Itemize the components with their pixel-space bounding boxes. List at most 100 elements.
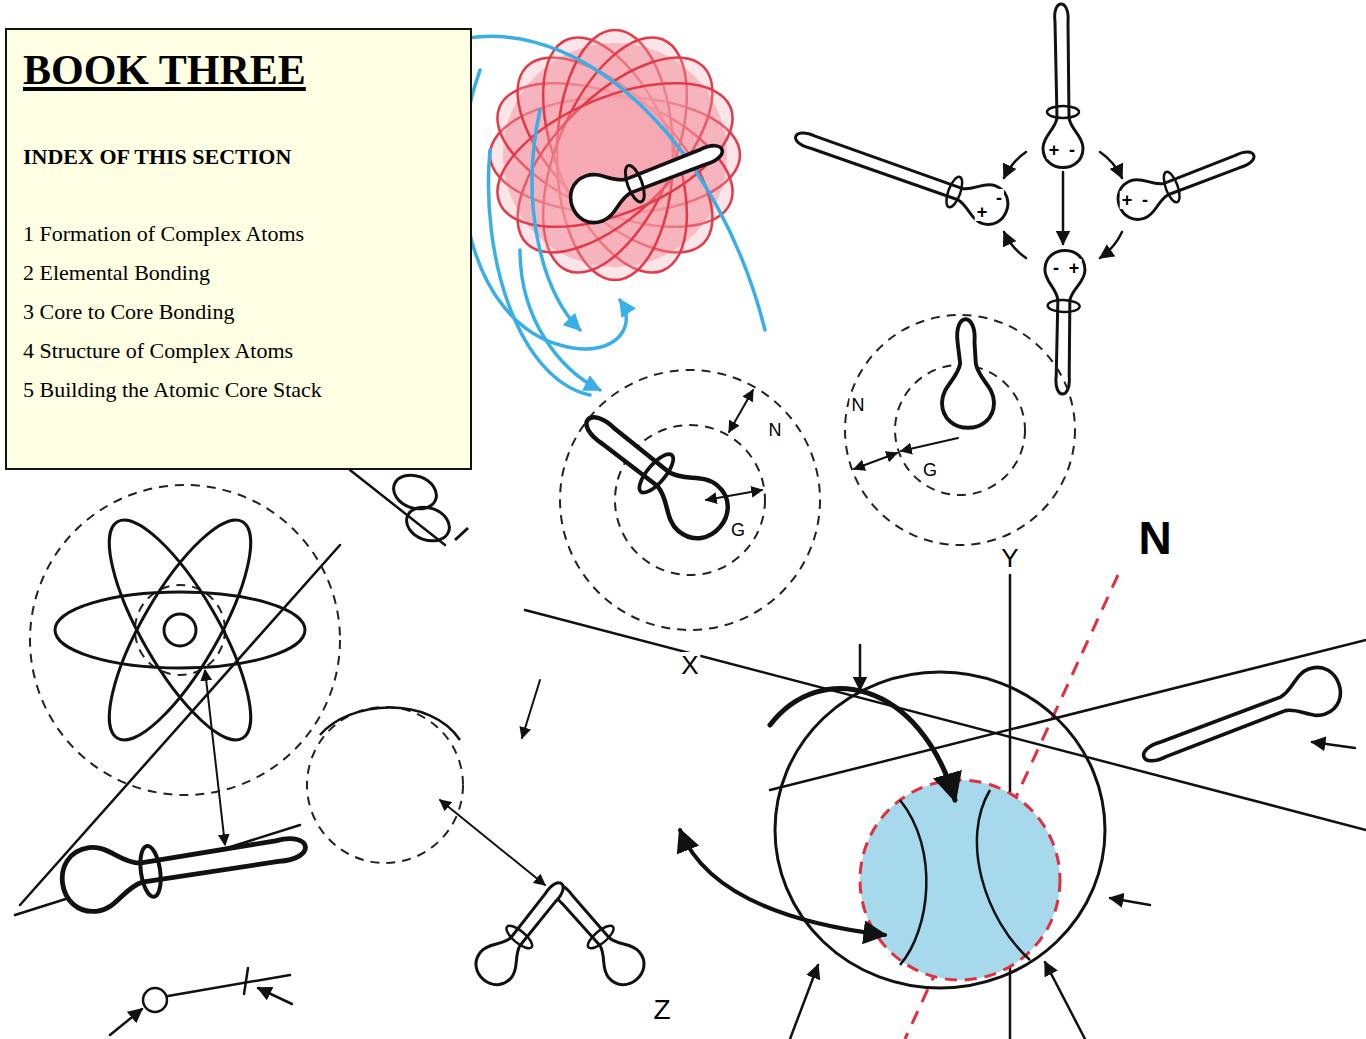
particle-cross <box>790 116 1014 230</box>
atom-figure <box>135 585 225 675</box>
particle-cross <box>1047 299 1079 312</box>
book-title: BOOK THREE <box>23 45 306 95</box>
particle-cross <box>790 116 1014 230</box>
atom-figure <box>30 485 340 845</box>
bonding-figure <box>307 680 652 992</box>
small-particle <box>244 968 248 994</box>
figure-eight <box>402 501 454 546</box>
axis-letter: N <box>1136 515 1173 561</box>
field-letter: N <box>850 396 867 414</box>
figure-letter: Z <box>651 996 672 1024</box>
core-figure <box>680 640 1366 1039</box>
bonding-figure <box>320 708 460 741</box>
bonding-figure <box>440 800 545 885</box>
index-item: 4 Structure of Complex Atoms <box>23 337 293 365</box>
small-particle <box>258 988 292 1004</box>
bonding-figure <box>522 680 540 738</box>
particle-cross <box>943 175 965 209</box>
core-particle <box>137 845 163 898</box>
field-circle-y <box>845 315 1075 545</box>
figure-letter: Y <box>999 545 1020 571</box>
field-circle-y <box>942 319 994 428</box>
atom-figure <box>55 592 305 668</box>
core-figure <box>790 965 818 1039</box>
particle-cross <box>1041 250 1086 395</box>
core-figure <box>900 800 926 965</box>
core-particle <box>58 818 310 916</box>
bonding-figure <box>307 707 463 863</box>
figure-letter: X <box>679 652 700 678</box>
core-figure <box>860 780 1060 980</box>
atom-figure <box>85 503 276 758</box>
field-circle-y <box>942 319 994 428</box>
core-figure <box>680 640 1366 1039</box>
field-loops <box>520 250 600 390</box>
core-figure <box>680 830 885 935</box>
figure-eight <box>455 528 468 540</box>
field-circle-x <box>570 394 739 549</box>
small-particle <box>168 975 290 996</box>
core-particle <box>564 129 731 229</box>
polarity-sign: - <box>994 189 1004 207</box>
bonding-figure <box>440 680 545 885</box>
index-item: 3 Core to Core Bonding <box>23 298 234 326</box>
polarity-sign: - <box>1051 259 1061 277</box>
small-particle <box>143 988 167 1012</box>
core-figure <box>1312 742 1355 748</box>
field-circle-y <box>854 438 958 469</box>
polarity-sign: + <box>975 203 990 221</box>
bonding-figure <box>503 922 535 952</box>
field-circle-x <box>560 370 820 630</box>
particle-cross <box>1100 152 1122 178</box>
core-particle <box>621 163 648 204</box>
figure-eight <box>389 469 468 546</box>
particle-cross <box>1113 138 1262 225</box>
particle-cross <box>1043 4 1083 168</box>
core-figure <box>1110 898 1150 905</box>
particle-cross <box>1041 250 1086 395</box>
particle-cross <box>1047 106 1079 118</box>
index-item: 1 Formation of Complex Atoms <box>23 220 304 248</box>
core-figure <box>977 790 1030 960</box>
field-circle-y <box>845 315 1075 545</box>
field-circle-x <box>634 449 679 497</box>
atom-figure <box>164 614 196 646</box>
particle-cross <box>1062 172 1065 244</box>
core-figure <box>770 640 1366 790</box>
atom-figure <box>55 503 305 845</box>
field-circle-x <box>560 370 820 630</box>
particle-cross <box>1161 170 1183 204</box>
bonding-figure <box>585 922 617 952</box>
core-figure <box>1135 661 1347 777</box>
guide-line <box>15 470 1366 1039</box>
core-figure <box>1135 661 1347 777</box>
field-circle-x <box>706 490 762 500</box>
index-item: 5 Building the Atomic Core Stack <box>23 376 322 404</box>
atom-figure <box>30 485 340 795</box>
atom-figure <box>205 670 225 845</box>
core-figure <box>1045 962 1085 1039</box>
small-particle <box>110 968 292 1035</box>
particle-cross <box>1004 152 1122 258</box>
particle-cross <box>1043 4 1083 168</box>
index-item: 2 Elemental Bonding <box>23 259 210 287</box>
particle-cross <box>1100 232 1122 258</box>
polarity-sign: + <box>1067 259 1082 277</box>
polarity-sign: + <box>1120 191 1135 209</box>
polarity-sign: - <box>1140 191 1150 209</box>
field-circle-y <box>901 438 958 451</box>
index-box: BOOK THREEINDEX OF THIS SECTION1 Formati… <box>5 28 472 470</box>
field-loops <box>463 36 765 395</box>
field-circle-x <box>729 390 753 432</box>
field-circle-y <box>854 453 897 469</box>
field-loops <box>468 36 765 330</box>
field-circle-x <box>570 394 739 549</box>
field-letter: G <box>729 521 747 539</box>
core-figure <box>860 780 1060 980</box>
bonding-figure <box>468 872 578 992</box>
core-particle <box>564 129 731 229</box>
field-letter: N <box>767 421 784 439</box>
polarity-sign: - <box>1067 141 1077 159</box>
field-letter: G <box>921 461 939 479</box>
core-figure <box>859 645 862 690</box>
